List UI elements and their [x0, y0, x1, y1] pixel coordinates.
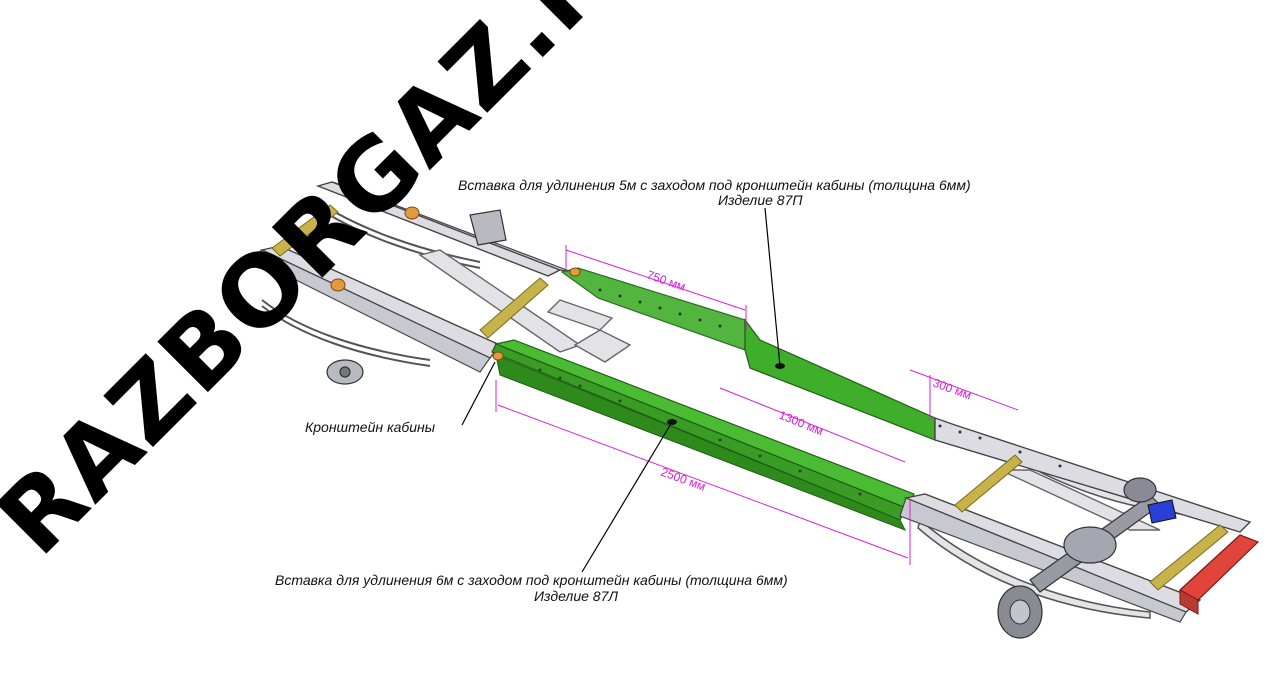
cross-members: [418, 249, 1161, 531]
bump-stops: [330, 206, 581, 361]
top-insert-caption: Вставка для удлинения 5м с заходом под к…: [458, 177, 971, 193]
bottom-insert-part-number: Изделие 87Л: [534, 588, 618, 604]
rear-bumper: [1178, 534, 1260, 615]
rear-bracket-blue: [1147, 499, 1177, 524]
dimension-2500-label: 2500 мм: [659, 465, 708, 494]
bottom-insert-caption: Вставка для удлинения 6м с заходом под к…: [275, 572, 788, 588]
frame-rail-near: [250, 245, 1202, 623]
leader-lines: [461, 207, 781, 573]
front-hub: [326, 209, 507, 385]
dimension-750-label: 750 мм: [645, 268, 687, 294]
rear-axle: [997, 477, 1161, 639]
dimension-1300-label: 1300 мм: [777, 408, 825, 438]
dimension-300-label: 300 мм: [931, 376, 973, 403]
tube-shafts: [271, 204, 1229, 591]
cab-bracket-caption: Кронштейн кабины: [305, 419, 436, 435]
top-insert-part-number: Изделие 87П: [718, 192, 803, 208]
dimension-lines: [495, 245, 1019, 565]
